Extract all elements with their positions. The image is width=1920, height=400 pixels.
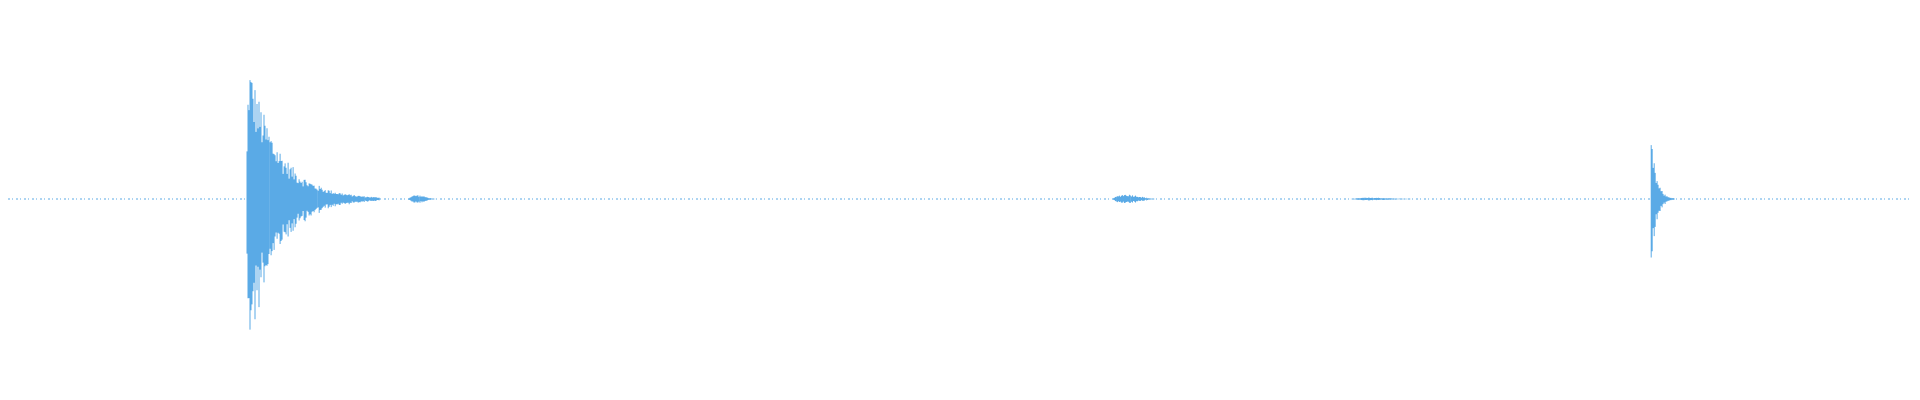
waveform-envelope bbox=[1650, 145, 1675, 258]
waveform-event-main-transient bbox=[246, 80, 380, 330]
waveform-envelope bbox=[1112, 194, 1156, 203]
waveform-event-end-transient bbox=[1650, 145, 1675, 258]
waveform-events bbox=[246, 80, 1675, 330]
waveform-envelope bbox=[1350, 197, 1411, 201]
waveform-event-faint-rumble bbox=[1350, 197, 1411, 201]
waveform-envelope bbox=[408, 195, 436, 203]
waveform-event-mid-burst bbox=[1112, 194, 1156, 203]
waveform-event-small-blip bbox=[408, 195, 436, 203]
waveform-envelope bbox=[246, 80, 380, 330]
